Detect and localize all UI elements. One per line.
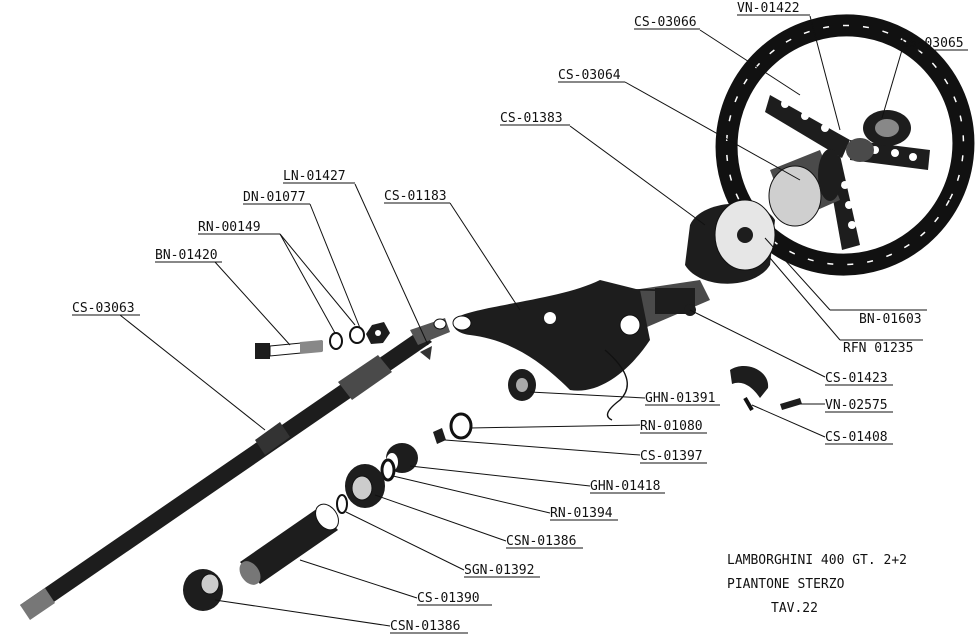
washer-ring: [449, 412, 473, 440]
retaining-ring: [380, 458, 396, 482]
steering-shaft: [20, 318, 450, 620]
label-bn-01420: BN-01420: [155, 248, 218, 263]
label-cs-03063: CS-03063: [72, 301, 135, 316]
title-line-2: PIANTONE STERZO: [727, 577, 845, 592]
wiring-harness: [604, 349, 628, 421]
grommet: [508, 369, 536, 401]
label-csn-01386-upper: CSN-01386: [506, 534, 576, 549]
label-vn-01422: VN-01422: [737, 1, 800, 16]
title-block: LAMBORGHINI 400 GT. 2+2 PIANTONE STERZO …: [727, 553, 907, 616]
title-line-1: LAMBORGHINI 400 GT. 2+2: [727, 553, 907, 568]
label-rn-01394: RN-01394: [550, 506, 613, 521]
label-ghn-01418: GHN-01418: [590, 479, 660, 494]
lower-bearing: [183, 569, 223, 611]
label-cs-01383: CS-01383: [500, 111, 563, 126]
label-cs-01397: CS-01397: [640, 449, 703, 464]
label-rfn-01235: RFN 01235: [843, 341, 913, 356]
label-ln-01427: LN-01427: [283, 169, 346, 184]
label-cs-03065: CS-03065: [901, 36, 964, 51]
label-bn-01603: BN-01603: [859, 312, 922, 327]
seal: [336, 494, 348, 514]
part-labels: CS-03066 VN-01422 CS-03065 CS-03064 CS-0…: [72, 1, 968, 634]
label-csn-01386-lower: CSN-01386: [390, 619, 460, 634]
label-cs-01390: CS-01390: [417, 591, 480, 606]
grease-nipple: [433, 428, 446, 444]
label-ghn-01391: GHN-01391: [645, 391, 715, 406]
column-shroud: [685, 199, 776, 284]
bearing: [345, 464, 385, 508]
key: [420, 346, 432, 360]
label-cs-03064: CS-03064: [558, 68, 621, 83]
washer: [329, 332, 343, 350]
hub-cylinder: [768, 149, 842, 227]
label-dn-01077: DN-01077: [243, 190, 306, 205]
label-rn-00149: RN-00149: [198, 220, 261, 235]
clamp: [730, 366, 769, 412]
label-sgn-01392: SGN-01392: [464, 563, 534, 578]
label-cs-01423: CS-01423: [825, 371, 888, 386]
column-tube: [239, 503, 339, 585]
label-vn-02575: VN-02575: [825, 398, 888, 413]
lock-washer: [349, 326, 365, 344]
screw: [780, 398, 802, 410]
label-cs-01183: CS-01183: [384, 189, 447, 204]
label-cs-01408: CS-01408: [825, 430, 888, 445]
leader-lines: [119, 15, 903, 627]
column-bracket: [452, 280, 650, 391]
label-rn-01080: RN-01080: [640, 419, 703, 434]
label-cs-03066: CS-03066: [634, 15, 697, 30]
bolt: [255, 340, 323, 359]
title-line-3: TAV.22: [771, 601, 818, 616]
